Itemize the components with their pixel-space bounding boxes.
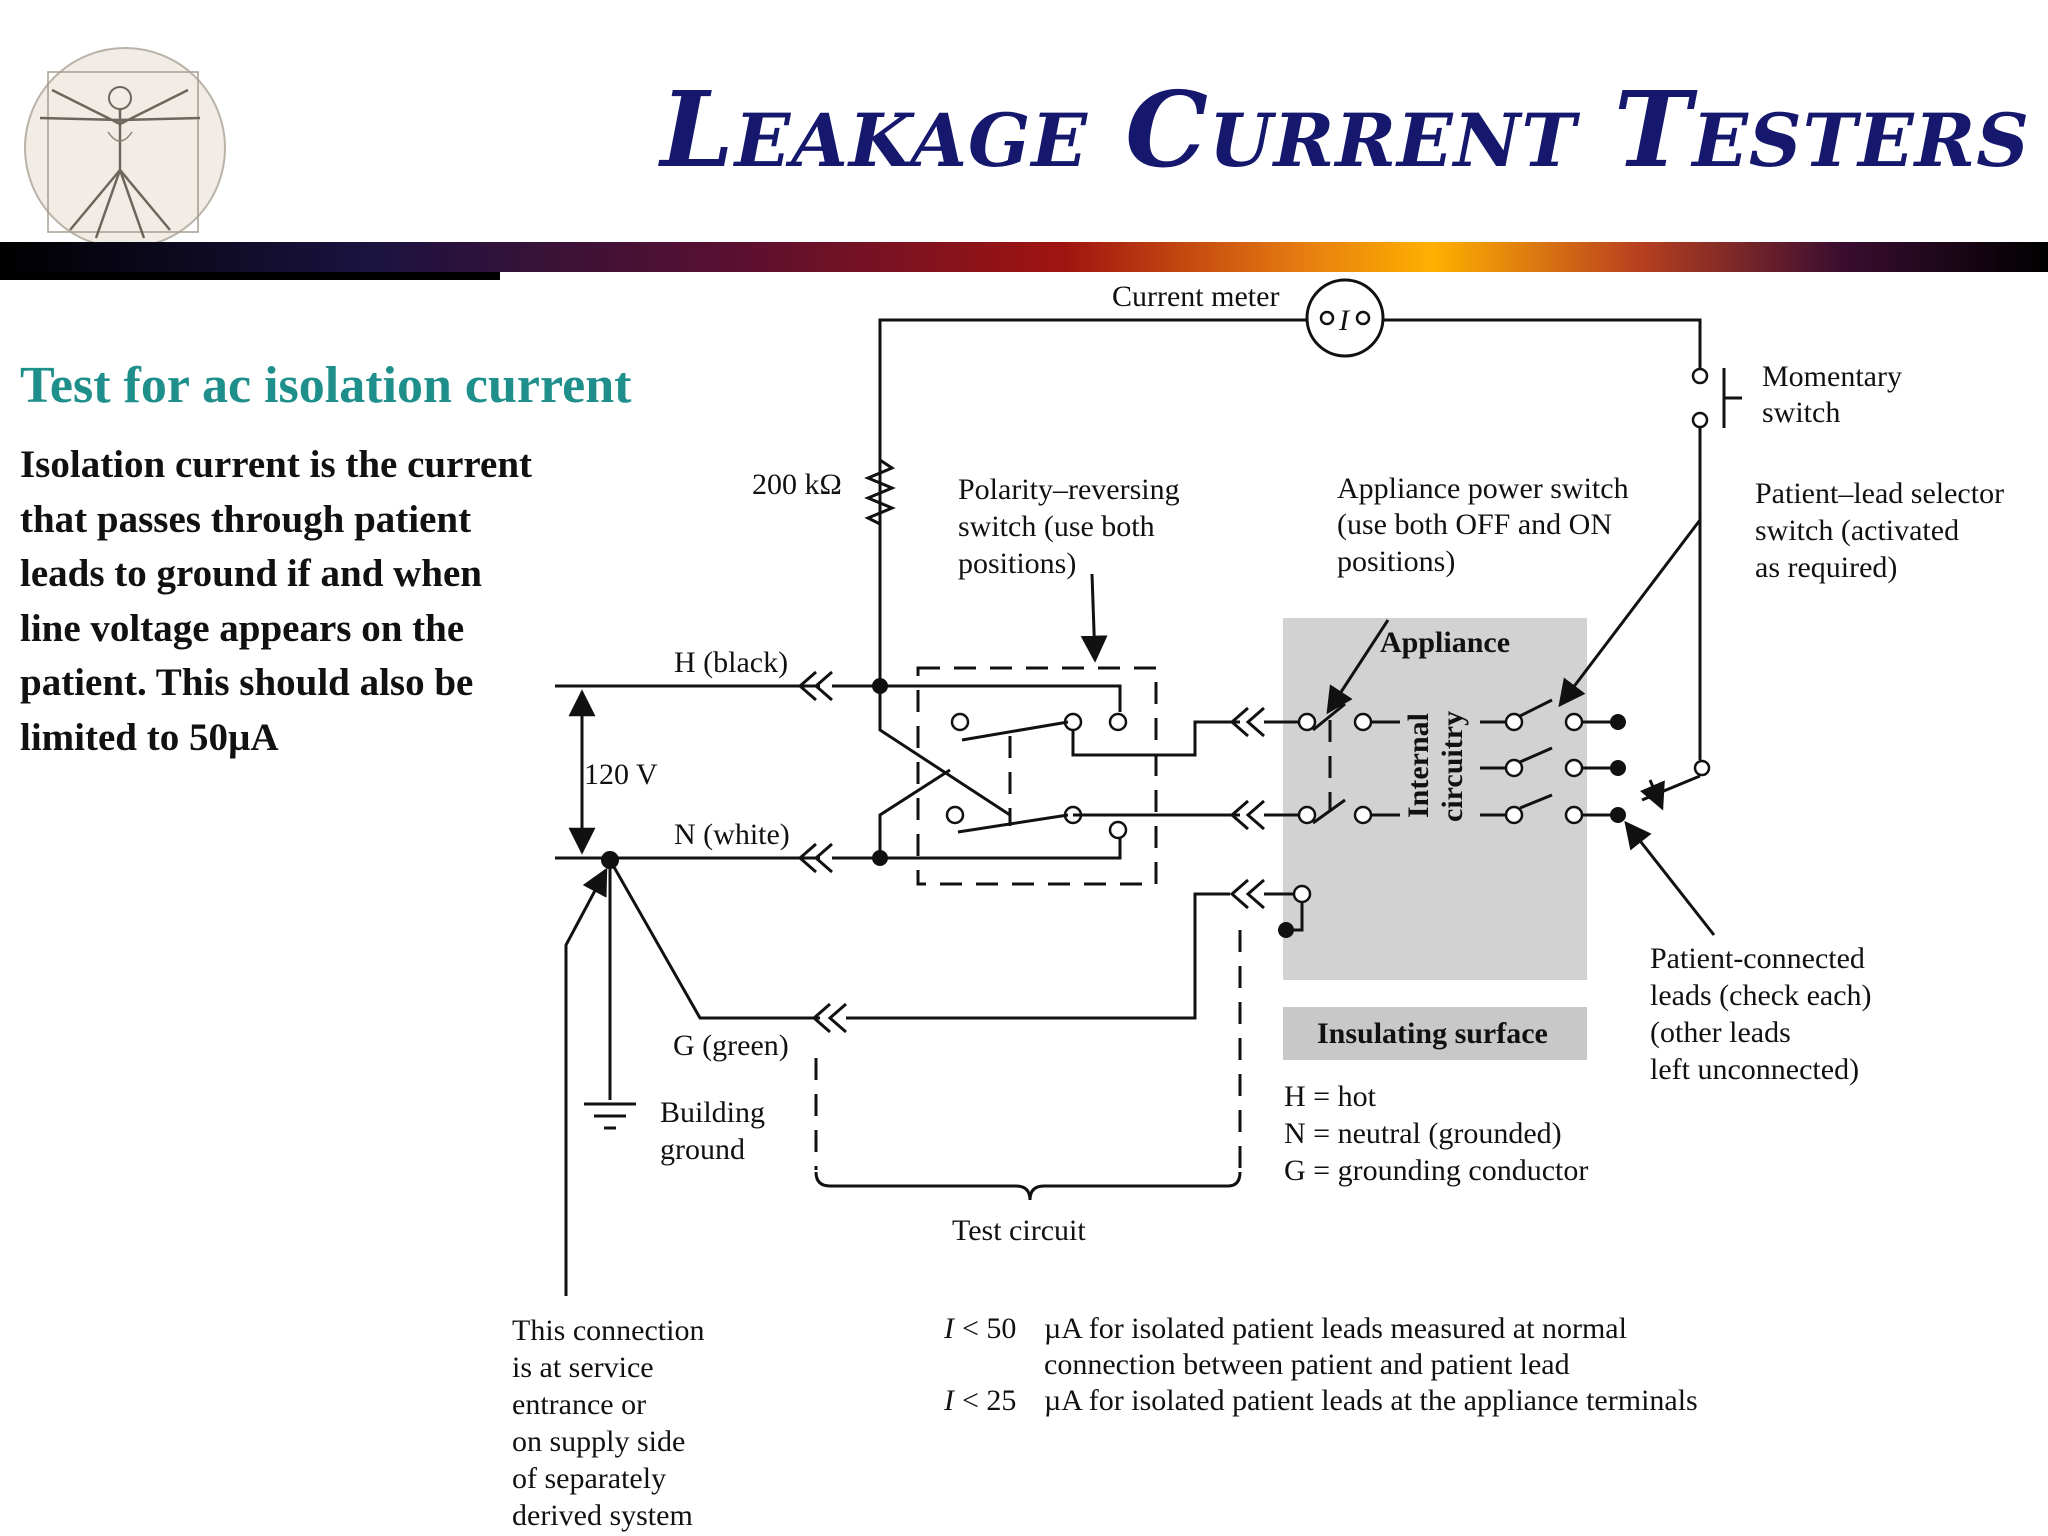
resistor-icon [864,455,896,526]
connection-note-4: on supply side [512,1425,685,1458]
polarity-switch-box [916,666,1158,886]
connection-note-3: entrance or [512,1388,646,1421]
body-line: Isolation current is the current [20,443,533,486]
momentary-switch-icon [1691,367,1709,385]
polarity-switch-label-1: Polarity–reversing [958,473,1180,506]
circuitry-label: circuitry [1436,711,1469,822]
voltage-label: 120 V [584,758,658,791]
power-switch-label-1: Appliance power switch [1337,472,1629,505]
connection-note-6: derived system [512,1499,693,1532]
body-line: limited to 50µA [20,715,279,759]
appliance-label: Appliance [1380,626,1510,659]
insulating-surface-label: Insulating surface [1317,1017,1548,1050]
hot-label: H (black) [674,646,788,679]
slide-subtitle: Test for ac isolation current [20,357,632,414]
resistor-label: 200 kΩ [752,468,842,501]
patient-leads-label-2: leads (check each) [1650,979,1872,1012]
connection-note-5: of separately [512,1462,666,1495]
meter-symbol: I [1338,304,1351,337]
neutral-label: N (white) [674,818,790,851]
connection-note-2: is at service [512,1351,654,1384]
ground-wire-label: G (green) [673,1029,789,1062]
power-switch-label-3: positions) [1337,545,1455,578]
building-ground-label-1: Building [660,1096,765,1129]
title-gradient-bar [0,242,2048,272]
selector-switch-label-1: Patient–lead selector [1755,477,2004,510]
body-line: line voltage appears on the [20,606,465,650]
selector-switch-label-3: as required) [1755,551,1897,584]
current-meter-label: Current meter [1112,280,1279,313]
legend-ground: G = grounding conductor [1284,1154,1588,1187]
body-text: Isolation current is the current that pa… [20,438,620,765]
current-meter-icon [1305,278,1385,358]
limit-1-symbol: I [943,1312,956,1345]
patient-leads-label-3: (other leads [1650,1016,1791,1049]
limit-2-symbol: I [943,1384,956,1417]
polarity-switch-label-3: positions) [958,547,1076,580]
slide-title: Leakage Current Testers [660,68,2030,191]
insulating-surface [1283,1007,1587,1060]
connection-note-1: This connection [512,1314,704,1347]
polarity-switch-label-2: switch (use both [958,510,1155,543]
limit-2-text: µA for isolated patient leads at the app… [1044,1384,1698,1417]
limit-1-cont: connection between patient and patient l… [1044,1348,1570,1381]
limit-1-op: < 50 [962,1312,1016,1345]
legend-hot: H = hot [1284,1080,1377,1113]
limit-2-op: < 25 [962,1384,1016,1417]
internal-label: Internal [1402,713,1435,818]
body-line: patient. This should also be [20,661,474,704]
appliance-box [1283,618,1587,980]
vitruvian-man-icon [24,47,226,249]
limit-1-text: µA for isolated patient leads measured a… [1044,1312,1627,1345]
patient-leads-label-1: Patient-connected [1650,942,1865,975]
momentary-switch-label-1: Momentary [1762,360,1902,393]
selector-switch-label-2: switch (activated [1755,514,1959,547]
body-line: leads to ground if and when [20,552,482,595]
legend-neutral: N = neutral (grounded) [1284,1117,1562,1150]
patient-leads-label-4: left unconnected) [1650,1053,1859,1086]
building-ground-label-2: ground [660,1133,745,1166]
power-switch-label-2: (use both OFF and ON [1337,508,1612,541]
title-underline [0,272,500,280]
momentary-switch-label-2: switch [1762,396,1840,429]
body-line: that passes through patient [20,497,472,541]
test-circuit-label: Test circuit [952,1214,1086,1247]
